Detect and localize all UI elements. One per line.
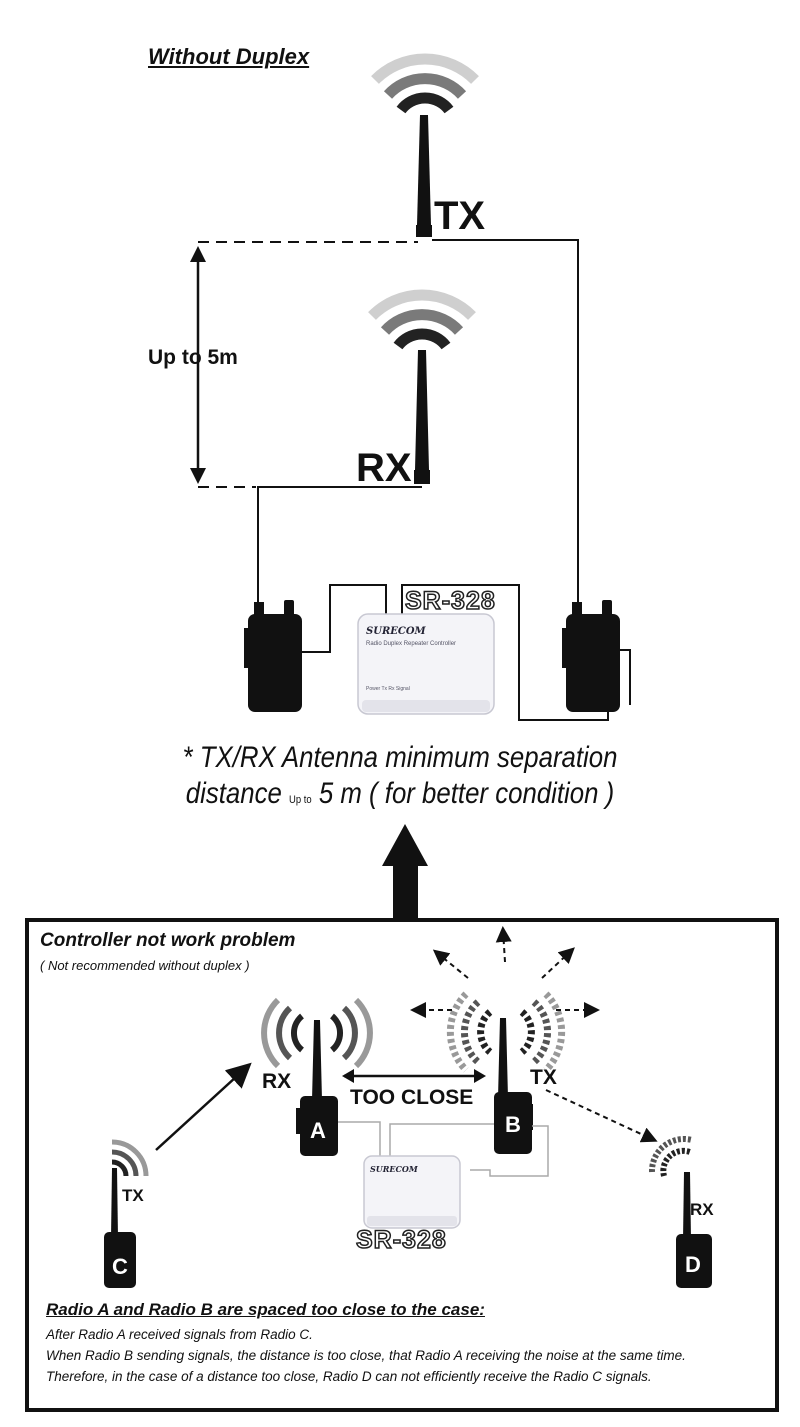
cables bbox=[198, 239, 631, 721]
problem-box-frame bbox=[25, 918, 779, 1412]
note-line-2: distance Up to 5 m ( for better conditio… bbox=[56, 776, 744, 818]
separation-label: Up to 5m bbox=[148, 346, 238, 369]
note-line-2-small: Up to bbox=[289, 794, 312, 806]
box-cables bbox=[338, 1121, 549, 1177]
separation-arrow bbox=[190, 246, 206, 484]
radio-b-letter: B bbox=[505, 1112, 521, 1137]
radio-d-rx-label: RX bbox=[690, 1200, 714, 1219]
radio-a bbox=[261, 997, 373, 1156]
rx-antenna bbox=[368, 289, 476, 484]
radio-d bbox=[648, 1135, 712, 1288]
radio-d-letter: D bbox=[685, 1252, 701, 1277]
problem-box-title: Controller not work problem bbox=[40, 930, 296, 951]
radio-b bbox=[410, 926, 658, 1154]
radio-b-tx-noise-icon bbox=[446, 991, 566, 1073]
radio-d-rx-signal-icon bbox=[648, 1135, 693, 1177]
radio-c-tx-label: TX bbox=[122, 1186, 144, 1205]
radio-right bbox=[562, 600, 620, 712]
svg-text:SURECOM: SURECOM bbox=[370, 1164, 419, 1174]
small-device-model-label: SR-328 bbox=[355, 1225, 447, 1255]
case-line: When Radio B sending signals, the distan… bbox=[46, 1348, 686, 1363]
tx-antenna bbox=[371, 53, 479, 237]
case-heading: Radio A and Radio B are spaced too close… bbox=[46, 1300, 485, 1319]
too-close-label: TOO CLOSE bbox=[350, 1086, 474, 1109]
radio-c-letter: C bbox=[112, 1254, 128, 1279]
note-line-2-b: 5 m ( for better condition ) bbox=[318, 777, 615, 810]
svg-text:SURECOM: SURECOM bbox=[366, 626, 427, 637]
note-line-1: * TX/RX Antenna minimum separation bbox=[182, 741, 618, 774]
tx-wifi-icon bbox=[371, 53, 479, 114]
note-line-2-a: distance bbox=[185, 777, 282, 810]
radio-a-rx-label: RX bbox=[262, 1070, 292, 1093]
svg-text:Power Tx Rx Signal: Power Tx Rx Signal bbox=[366, 686, 410, 692]
sr328-device-small: SURECOM bbox=[363, 1155, 461, 1229]
rx-wifi-icon bbox=[368, 289, 476, 350]
problem-box-subtitle: ( Not recommended without duplex ) bbox=[40, 958, 250, 973]
device-model-label: SR-328 bbox=[404, 586, 496, 616]
radio-left bbox=[244, 600, 302, 712]
radio-a-rx-signal-icon bbox=[261, 997, 373, 1069]
radio-b-tx-label: TX bbox=[530, 1066, 557, 1089]
case-line: Therefore, in the case of a distance too… bbox=[46, 1369, 652, 1384]
case-line: After Radio A received signals from Radi… bbox=[46, 1327, 313, 1342]
up-arrow bbox=[382, 824, 428, 920]
tx-label: TX bbox=[434, 194, 486, 238]
sr328-device: SURECOM Radio Duplex Repeater Controller… bbox=[357, 613, 495, 715]
rx-label: RX bbox=[356, 446, 412, 490]
radio-c bbox=[104, 1062, 252, 1288]
radio-b-dashed-arrows bbox=[410, 926, 658, 1143]
radio-a-letter: A bbox=[310, 1118, 326, 1143]
svg-text:Radio Duplex Repeater Controll: Radio Duplex Repeater Controller bbox=[366, 641, 456, 647]
too-close-arrow bbox=[342, 1069, 486, 1083]
top-title: Without Duplex bbox=[148, 44, 310, 69]
radio-c-tx-signal-icon bbox=[111, 1139, 149, 1177]
